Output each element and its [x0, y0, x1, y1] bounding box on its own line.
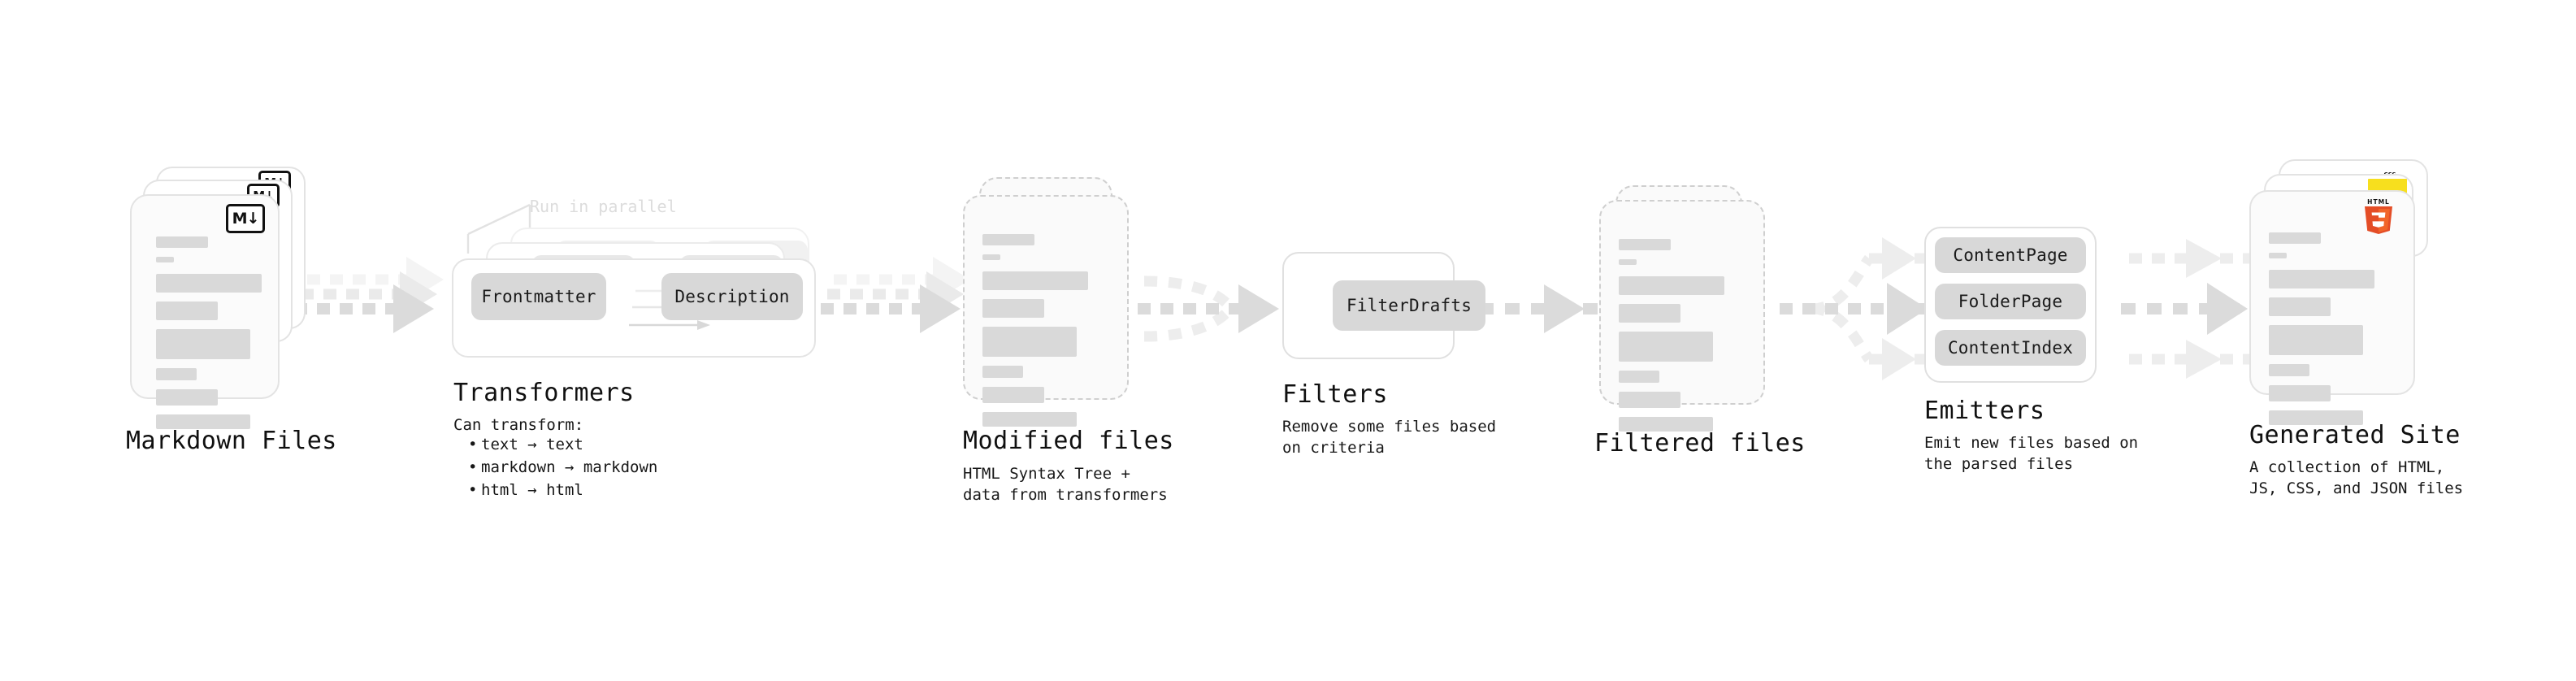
connector-emitters-to-site — [2121, 239, 2266, 379]
emitter-chip-contentindex[interactable]: ContentIndex — [1935, 330, 2086, 366]
stage-title-transformers: Transformers — [453, 379, 635, 407]
emitter-chip-folderpage[interactable]: FolderPage — [1935, 284, 2086, 319]
stage-title-modified-files: Modified files — [963, 427, 1174, 455]
transformer-bullet: •markdown → markdown — [468, 458, 658, 476]
filter-chip-filterdrafts[interactable]: FilterDrafts — [1333, 280, 1485, 331]
stage-title-generated-site: Generated Site — [2249, 421, 2461, 449]
generated-site-card-front[interactable]: HTML — [2249, 190, 2415, 425]
stage-title-emitters: Emitters — [1924, 397, 2045, 425]
filters-subtitle: Remove some files based on criteria — [1282, 418, 1497, 458]
emitter-chip-contentpage[interactable]: ContentPage — [1935, 237, 2086, 273]
transformer-chip-frontmatter[interactable]: Frontmatter — [471, 273, 606, 320]
connector-md-to-transformers — [294, 257, 444, 333]
stage-title-filters: Filters — [1282, 380, 1388, 409]
connector-filtered-to-emitters — [1780, 237, 1929, 380]
stage-title-markdown-files: Markdown Files — [126, 427, 337, 455]
transformer-bullet: •html → html — [468, 480, 583, 499]
connector-modified-to-filters — [1138, 275, 1279, 342]
markdown-badge-front: M↓ — [226, 204, 265, 233]
transformers-stack: Frontmatter Description Frontmatter Desc… — [452, 228, 834, 358]
transformers-subtitle: Can transform: — [453, 416, 584, 434]
generated-site-stack: CSS HTML — [2249, 159, 2436, 425]
generated-site-content — [2269, 232, 2392, 434]
emitters-subtitle: Emit new files based on the parsed files — [1924, 434, 2139, 474]
filtered-file-card-front[interactable] — [1599, 200, 1765, 432]
markdown-files-stack: M↓ M↓ M↓ — [130, 167, 309, 429]
connector-filters-to-filtered — [1479, 284, 1598, 333]
modified-file-card-front[interactable] — [963, 195, 1129, 427]
modified-files-stack — [963, 177, 1142, 427]
markdown-file-content — [156, 236, 262, 438]
stage-title-filtered-files: Filtered files — [1594, 429, 1806, 458]
connector-transformers-to-modified — [821, 257, 970, 333]
run-in-parallel-label: Run in parallel — [530, 197, 677, 216]
svg-text:HTML: HTML — [2367, 198, 2390, 206]
transformer-bullet: •text → text — [468, 436, 583, 453]
filtered-file-content — [1619, 239, 1742, 440]
markdown-file-card-front[interactable]: M↓ — [130, 194, 280, 429]
generated-site-subtitle: A collection of HTML, JS, CSS, and JSON … — [2249, 458, 2464, 498]
html5-badge: HTML — [2365, 198, 2392, 234]
modified-files-subtitle: HTML Syntax Tree + data from transformer… — [963, 465, 1168, 505]
run-in-parallel-bracket — [466, 203, 531, 254]
transformer-chip-description[interactable]: Description — [661, 273, 803, 320]
transformers-bullet-list: •text → text •markdown → markdown •html … — [463, 434, 657, 502]
filtered-files-stack — [1599, 185, 1778, 432]
modified-file-content — [982, 234, 1106, 436]
